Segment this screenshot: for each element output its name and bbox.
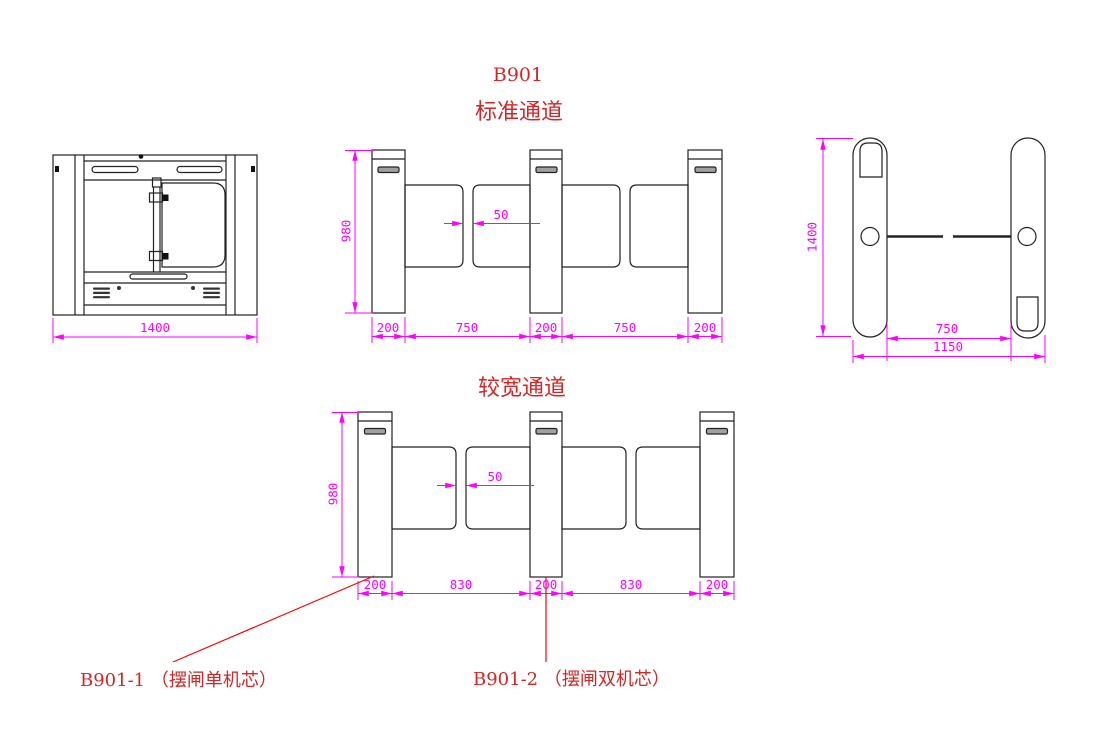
dim-wide-height: 980 (325, 482, 341, 506)
dim-wide-post1: 200 (363, 577, 387, 592)
callout-double-core: B901-2 （摆闸双机芯） (473, 669, 670, 690)
dim-plan-overall-width: 1150 (932, 339, 964, 354)
standard-channel-title: 标准通道 (474, 100, 564, 125)
dim-plan-height: 1400 (804, 221, 820, 253)
dim-standard-passage1: 750 (455, 320, 479, 335)
wide-channel-title: 较宽通道 (477, 376, 567, 401)
dim-wide-post3: 200 (705, 577, 729, 592)
dim-standard-passage2: 750 (613, 320, 637, 335)
dim-standard-wing-gap: 50 (493, 207, 509, 222)
dim-standard-post2: 200 (534, 320, 558, 335)
leader-line-single-core (172, 575, 375, 663)
dim-wide-wing-gap: 50 (487, 469, 503, 484)
standard-channel-drawing (345, 149, 723, 343)
front-view-drawing (52, 154, 258, 343)
plan-view-drawing (816, 137, 1046, 363)
dim-standard-post3: 200 (693, 320, 717, 335)
dim-standard-height: 980 (338, 219, 354, 243)
wide-channel-drawing (332, 411, 735, 600)
dim-plan-passage-width: 750 (935, 321, 959, 336)
dim-wide-post2: 200 (534, 577, 558, 592)
dim-wide-passage1: 830 (449, 577, 473, 592)
callout-leader-lines (172, 575, 547, 663)
dim-wide-passage2: 830 (619, 577, 643, 592)
dim-standard-post1: 200 (376, 320, 400, 335)
callout-single-core: B901-1 （摆闸单机芯） (80, 670, 277, 691)
dim-front-overall-width: 1400 (139, 320, 171, 335)
model-title: B901 (492, 64, 544, 86)
